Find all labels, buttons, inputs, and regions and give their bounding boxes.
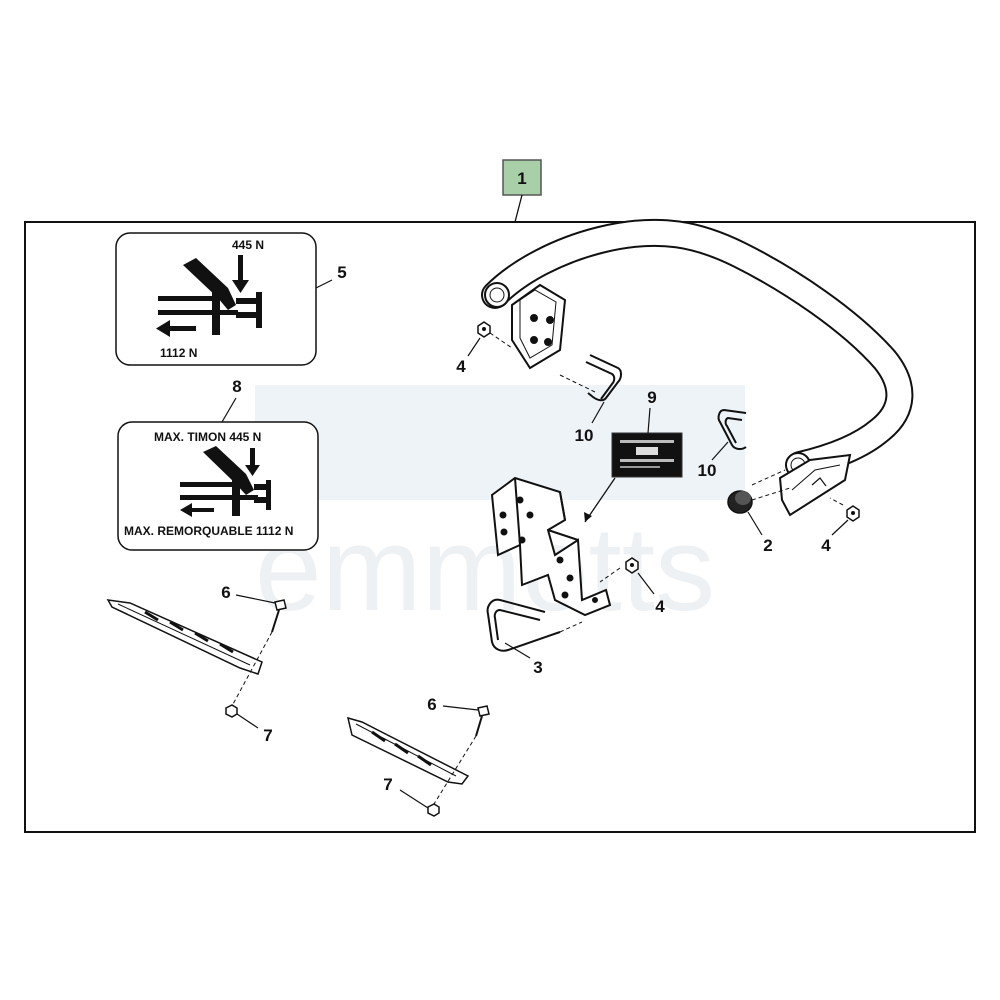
hitch-pictogram-5 [156,255,262,337]
callout-6-lower[interactable]: 6 [427,695,479,714]
assembly-frame [24,221,976,833]
hitch-bracket[interactable] [490,476,612,617]
callout-10a-label: 10 [575,426,594,445]
u-bolt-upper-right[interactable] [717,408,747,451]
callout-10-right[interactable]: 10 [698,441,729,480]
callout-6-upper[interactable]: 6 [221,583,276,604]
callout-4b-label: 4 [655,597,665,616]
callout-4-right[interactable]: 4 [821,519,849,555]
nut-upper-left[interactable] [477,321,491,338]
callout-9-label: 9 [647,388,656,407]
callout-4-center[interactable]: 4 [637,572,665,616]
callout-4a-label: 4 [456,357,466,376]
callout-7a-label: 7 [263,726,272,745]
decal-8-bottom-text: MAX. REMORQUABLE 1112 N [124,524,293,538]
nut-7-lower[interactable] [427,803,440,817]
callout-10b-label: 10 [698,461,717,480]
u-bolt-lower[interactable] [486,598,561,652]
step-plate-upper[interactable] [106,599,263,675]
callout-4-upper-left[interactable]: 4 [456,337,481,376]
callout-7-upper[interactable]: 7 [236,713,273,745]
bumper-tube[interactable] [481,218,914,479]
decal-5-bottom-text: 1112 N [160,346,197,360]
decal-9[interactable] [584,432,683,523]
callout-7-lower[interactable]: 7 [383,775,429,809]
hitch-pictogram-8 [180,446,271,517]
callout-5[interactable]: 5 [337,263,346,282]
nut-center[interactable] [625,557,639,574]
u-bolt-upper-left[interactable] [585,354,622,402]
assembly-paths [231,332,844,805]
bolt-upper[interactable] [271,599,287,633]
tube-cap[interactable] [727,490,753,514]
callout-6b-label: 6 [427,695,436,714]
callout-8-label: 8 [232,377,241,396]
callout-10-left[interactable]: 10 [575,401,605,445]
decal-8-top-text: MAX. TIMON 445 N [154,430,261,444]
decal-5-top-text: 445 N [232,238,264,252]
callout-9[interactable]: 9 [647,388,657,434]
callout-6a-label: 6 [221,583,230,602]
left-tube-bracket [511,283,567,370]
bolt-lower[interactable] [475,705,490,737]
callout-3-label: 3 [533,658,542,677]
decal-8[interactable]: MAX. TIMON 445 N MAX. REMORQUABLE 1112 N [117,421,319,551]
watermark-text: emmotts [255,502,715,636]
callout-7b-label: 7 [383,775,392,794]
assembly-badge[interactable]: 1 [502,159,542,223]
callout-3[interactable]: 3 [504,642,543,677]
assembly-number: 1 [517,169,526,188]
callout-5-label: 5 [337,263,346,282]
decal-5-leader [315,279,333,289]
callout-4c-label: 4 [821,536,831,555]
callout-2[interactable]: 2 [747,511,773,555]
right-tube-bracket [778,453,852,517]
nut-7-upper[interactable] [225,704,238,718]
decal-5[interactable]: 445 N 1112 N [115,232,317,366]
callout-8[interactable]: 8 [221,377,242,423]
nut-right[interactable] [846,505,860,522]
step-plate-lower[interactable] [346,716,470,785]
callout-2-label: 2 [763,536,772,555]
